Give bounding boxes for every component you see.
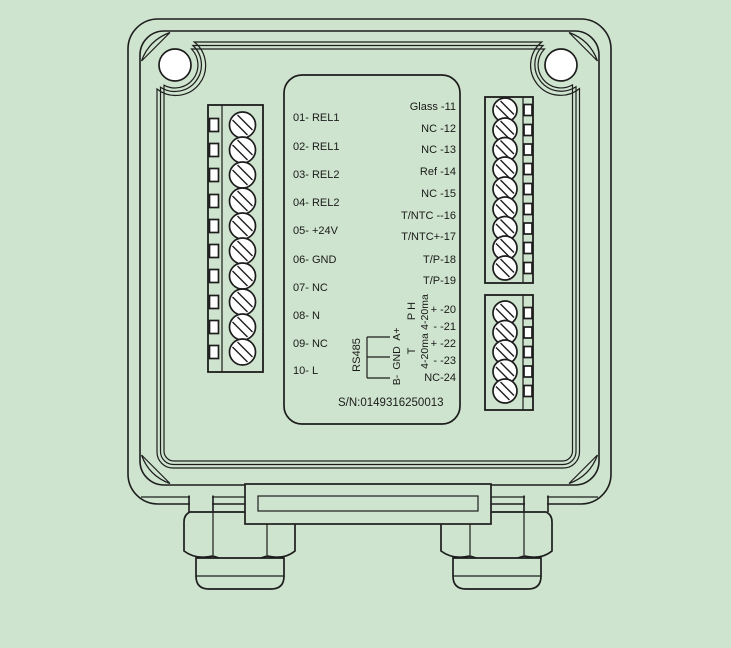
terminal-slots [523, 103, 533, 275]
terminal-label: 01- REL1 [293, 112, 339, 124]
terminal-label: - -23 [433, 355, 456, 367]
terminal-block-probe [484, 96, 534, 284]
serial-number: S/N:0149316250013 [338, 397, 444, 409]
terminal-label: NC-24 [424, 372, 456, 384]
terminal-label-panel [283, 74, 461, 425]
terminal-label: - -21 [433, 321, 456, 333]
rs485-pin-a-label: A+ [391, 327, 403, 340]
terminal-label: T/P-18 [423, 254, 456, 266]
lid-inner-contour [156, 41, 581, 469]
rs485-pin-gnd-label: GND [391, 346, 403, 370]
rs485-section: RS485 A+ GND B- [351, 327, 403, 385]
terminal-label: 09- NC [293, 338, 328, 350]
terminal-screws [492, 97, 518, 281]
terminal-block-analog [484, 294, 534, 411]
lid-screw-hole-right [544, 48, 578, 82]
gland-neck [188, 495, 292, 512]
terminal-label: NC -12 [421, 123, 456, 135]
rs485-label: RS485 [351, 338, 363, 372]
terminal-label: 10- L [293, 365, 318, 377]
lid-screw-hole-left [158, 48, 192, 82]
terminal-label: 04- REL2 [293, 197, 339, 209]
terminal-label: 06- GND [293, 254, 336, 266]
terminal-label: + -20 [431, 304, 456, 316]
terminal-label: 07- NC [293, 282, 328, 294]
ph-output-range: 4-20ma [419, 294, 431, 330]
terminal-label: + -22 [431, 338, 456, 350]
temp-output-range: 4-20ma [419, 333, 431, 369]
rs485-pin-b-label: B- [391, 374, 403, 385]
ph-output-label: P H [406, 302, 418, 320]
mounting-plate-slot [257, 495, 479, 512]
terminal-label: NC -15 [421, 188, 456, 200]
terminal-label: 08- N [293, 310, 320, 322]
analog-terminal-labels: + -20 - -21 + -22 - -23 NC-24 [424, 304, 456, 384]
terminal-label: 05- +24V [293, 225, 339, 237]
temp-output-label: T [406, 347, 418, 354]
terminal-label: 02- REL1 [293, 141, 339, 153]
lid-corner-chamfers [140, 31, 599, 485]
terminal-screws [492, 300, 518, 404]
gland-cap [195, 557, 285, 590]
terminal-label: NC -13 [421, 144, 456, 156]
terminal-label: T/NTC+-17 [401, 231, 456, 243]
mounting-plate [244, 483, 492, 525]
gland-cap [452, 557, 542, 590]
terminal-block-left [207, 104, 264, 373]
analog-group-labels: P H 4-20ma T 4-20ma [406, 294, 431, 369]
relay-power-terminal-labels: 01- REL1 02- REL1 03- REL2 04- REL2 05- … [293, 112, 339, 377]
terminal-label: T/P-19 [423, 275, 456, 287]
probe-terminal-labels: Glass -11 NC -12 NC -13 Ref -14 NC -15 T… [401, 101, 456, 287]
terminal-label: Ref -14 [420, 166, 456, 178]
terminal-label: T/NTC --16 [401, 210, 456, 222]
terminal-label: Glass -11 [410, 101, 456, 113]
rs485-bracket-lines [366, 336, 390, 379]
terminal-label: 03- REL2 [293, 169, 339, 181]
